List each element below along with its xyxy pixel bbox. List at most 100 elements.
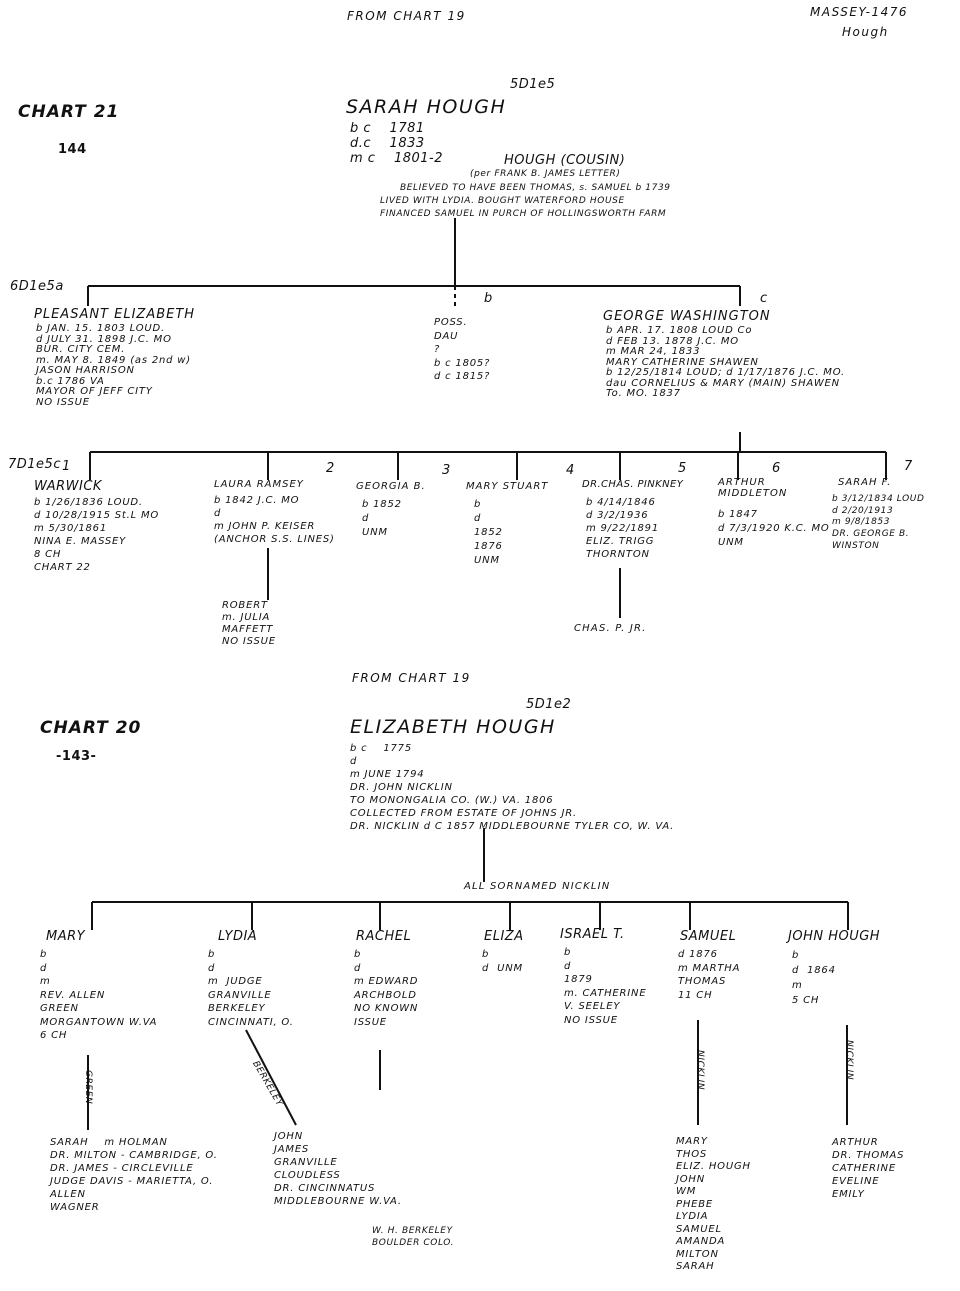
- johnhough-descendants-line: CATHERINE: [832, 1163, 896, 1174]
- chas-pinkney-name: DR.CHAS. PINKNEY: [582, 479, 684, 490]
- arthur-details-line: b 1847: [718, 509, 758, 520]
- chas-details-line: d 3/2/1936: [586, 510, 649, 521]
- mary-nicklin-details-line: m: [40, 976, 51, 987]
- samuel-name: SAMUEL: [680, 929, 737, 944]
- rachel-details-line: NO KNOWN: [354, 1003, 419, 1014]
- elizabeth-details-line: DR. JOHN NICKLIN: [350, 782, 453, 793]
- rachel-details-line: ARCHBOLD: [354, 989, 417, 1001]
- george-details-line: d FEB 13. 1878 J.C. MO: [606, 335, 739, 347]
- georgia-details-line: d: [362, 513, 370, 524]
- sarah-f-name: SARAH F.: [838, 477, 892, 488]
- robert-details-line: m. JULIA: [222, 612, 271, 623]
- warwick-details-line: CHART 22: [34, 562, 91, 573]
- pleasant-details: b JAN. 15. 1803 LOUD.d JULY 31. 1898 J.C…: [36, 323, 191, 408]
- sarah-f-details-line: DR. GEORGE B.: [832, 529, 910, 540]
- mary-stuart-details-line: 1852: [474, 527, 503, 538]
- child-b-details-line: ?: [434, 344, 441, 355]
- sarah-f-details-line: m 9/8/1853: [832, 517, 891, 528]
- george-details-line: dau CORNELIUS & MARY (MAIN) SHAWEN: [606, 377, 840, 389]
- warwick-details-line: m 5/30/1861: [34, 523, 107, 534]
- elizabeth-details-line: TO MONONGALIA CO. (W.) VA. 1806: [350, 795, 554, 806]
- mary-stuart-name: MARY STUART: [466, 481, 549, 492]
- chas-details-line: ELIZ. TRIGG: [586, 536, 655, 547]
- georgia-details-line: b 1852: [362, 499, 402, 510]
- wh-berkeley-note-line: BOULDER COLO.: [372, 1237, 455, 1248]
- samuel-descendants-line: MARY: [676, 1136, 708, 1147]
- samuel-descendants-line: LYDIA: [676, 1211, 709, 1222]
- robert-details-line: ROBERT: [222, 600, 268, 611]
- gc4-num: 4: [566, 463, 575, 478]
- chas-details-line: m 9/22/1891: [586, 523, 659, 534]
- george-details-line: b 12/25/1814 LOUD; d 1/17/1876 J.C. MO.: [606, 367, 845, 378]
- sarah-f-details-line: b 3/12/1834 LOUD: [832, 494, 925, 504]
- mary-nicklin-name: MARY: [46, 929, 86, 944]
- chas-jr: CHAS. P. JR.: [574, 623, 647, 634]
- samuel-descendants-line: SARAH: [676, 1261, 715, 1272]
- berkeley-descendants-line: MIDDLEBOURNE W.VA.: [274, 1196, 402, 1207]
- rachel-details-line: d: [354, 962, 362, 974]
- lydia-details-line: d: [208, 962, 216, 974]
- george-details-line: m MAR 24, 1833: [606, 346, 701, 357]
- elizabeth-details-line: d: [350, 756, 358, 767]
- elizabeth-details-line: COLLECTED FROM ESTATE OF JOHNS JR.: [350, 808, 577, 819]
- sarah-spouse: HOUGH (COUSIN): [504, 153, 626, 168]
- elizabeth-code: 5D1e2: [526, 697, 572, 712]
- mary-stuart-details-line: 1876: [474, 541, 503, 552]
- corner-surname: Hough: [842, 25, 889, 39]
- corner-label: MASSEY-1476: [810, 5, 908, 19]
- pleasant-elizabeth-name: PLEASANT ELIZABETH: [34, 307, 196, 322]
- chas-details-line: THORNTON: [586, 549, 650, 560]
- laura-details-line: d: [214, 508, 222, 519]
- johnhough-descendants-line: EMILY: [832, 1189, 865, 1200]
- samuel-descendants-line: AMANDA: [676, 1236, 726, 1247]
- samuel-descendants-line: MILTON: [676, 1248, 719, 1260]
- arthur-details-line: UNM: [718, 537, 744, 548]
- elizabeth-details-line: m JUNE 1794: [350, 769, 425, 780]
- sarah-note-3: LIVED WITH LYDIA. BOUGHT WATERFORD HOUSE: [380, 196, 625, 206]
- gc1-num: 1: [62, 459, 71, 474]
- lydia-details-line: m JUDGE: [208, 976, 263, 987]
- green-descendants-line: ALLEN: [50, 1189, 86, 1200]
- sarah-f-details-line: WINSTON: [832, 540, 880, 551]
- george-details-line: MARY CATHERINE SHAWEN: [606, 356, 759, 368]
- robert-details-line: MAFFETT: [222, 624, 274, 635]
- samuel-details-line: d 1876: [678, 949, 718, 960]
- israel-name: ISRAEL T.: [560, 927, 625, 942]
- mary-stuart-details-line: UNM: [474, 555, 500, 566]
- mary-nicklin-details-line: 6 CH: [40, 1030, 68, 1041]
- berkeley-descendants-line: CLOUDLESS: [274, 1170, 341, 1181]
- from-chart-mid: FROM CHART 19: [352, 671, 471, 685]
- gc6-num: 6: [772, 461, 781, 476]
- child-b-details-line: POSS.: [434, 317, 468, 328]
- child-b-letter: b: [484, 291, 493, 306]
- gc5-num: 5: [678, 461, 687, 476]
- mary-nicklin-details-line: GREEN: [40, 1003, 79, 1014]
- chart20-label: CHART 20: [40, 718, 142, 738]
- samuel-details-line: THOMAS: [678, 976, 727, 987]
- george-details-line: b APR. 17. 1808 LOUD Co: [606, 325, 753, 336]
- george-washington-name: GEORGE WASHINGTON: [603, 309, 771, 324]
- berkeley-descendants-line: DR. CINCINNATUS: [274, 1183, 376, 1194]
- warwick-details-line: d 10/28/1915 St.L MO: [34, 510, 160, 521]
- green-descendants-line: JUDGE DAVIS - MARIETTA, O.: [50, 1176, 214, 1187]
- mary-nicklin-details-line: MORGANTOWN W.VA: [40, 1016, 158, 1028]
- mary-stuart-details-line: b: [474, 499, 482, 510]
- lydia-details-line: b: [208, 949, 216, 960]
- pleasant-details-line: m. MAY 8. 1849 (as 2nd w): [36, 354, 191, 366]
- child-b-details: POSS.DAU?b c 1805?d c 1815?: [434, 316, 490, 384]
- laura-details-line: b 1842 J.C. MO: [214, 495, 300, 506]
- green-descendants-line: WAGNER: [50, 1202, 100, 1213]
- warwick-details-line: 8 CH: [34, 549, 62, 560]
- pleasant-details-line: JASON HARRISON: [36, 365, 135, 376]
- samuel-details-line: m MARTHA: [678, 962, 741, 974]
- johnhough-descendants-line: EVELINE: [832, 1176, 880, 1187]
